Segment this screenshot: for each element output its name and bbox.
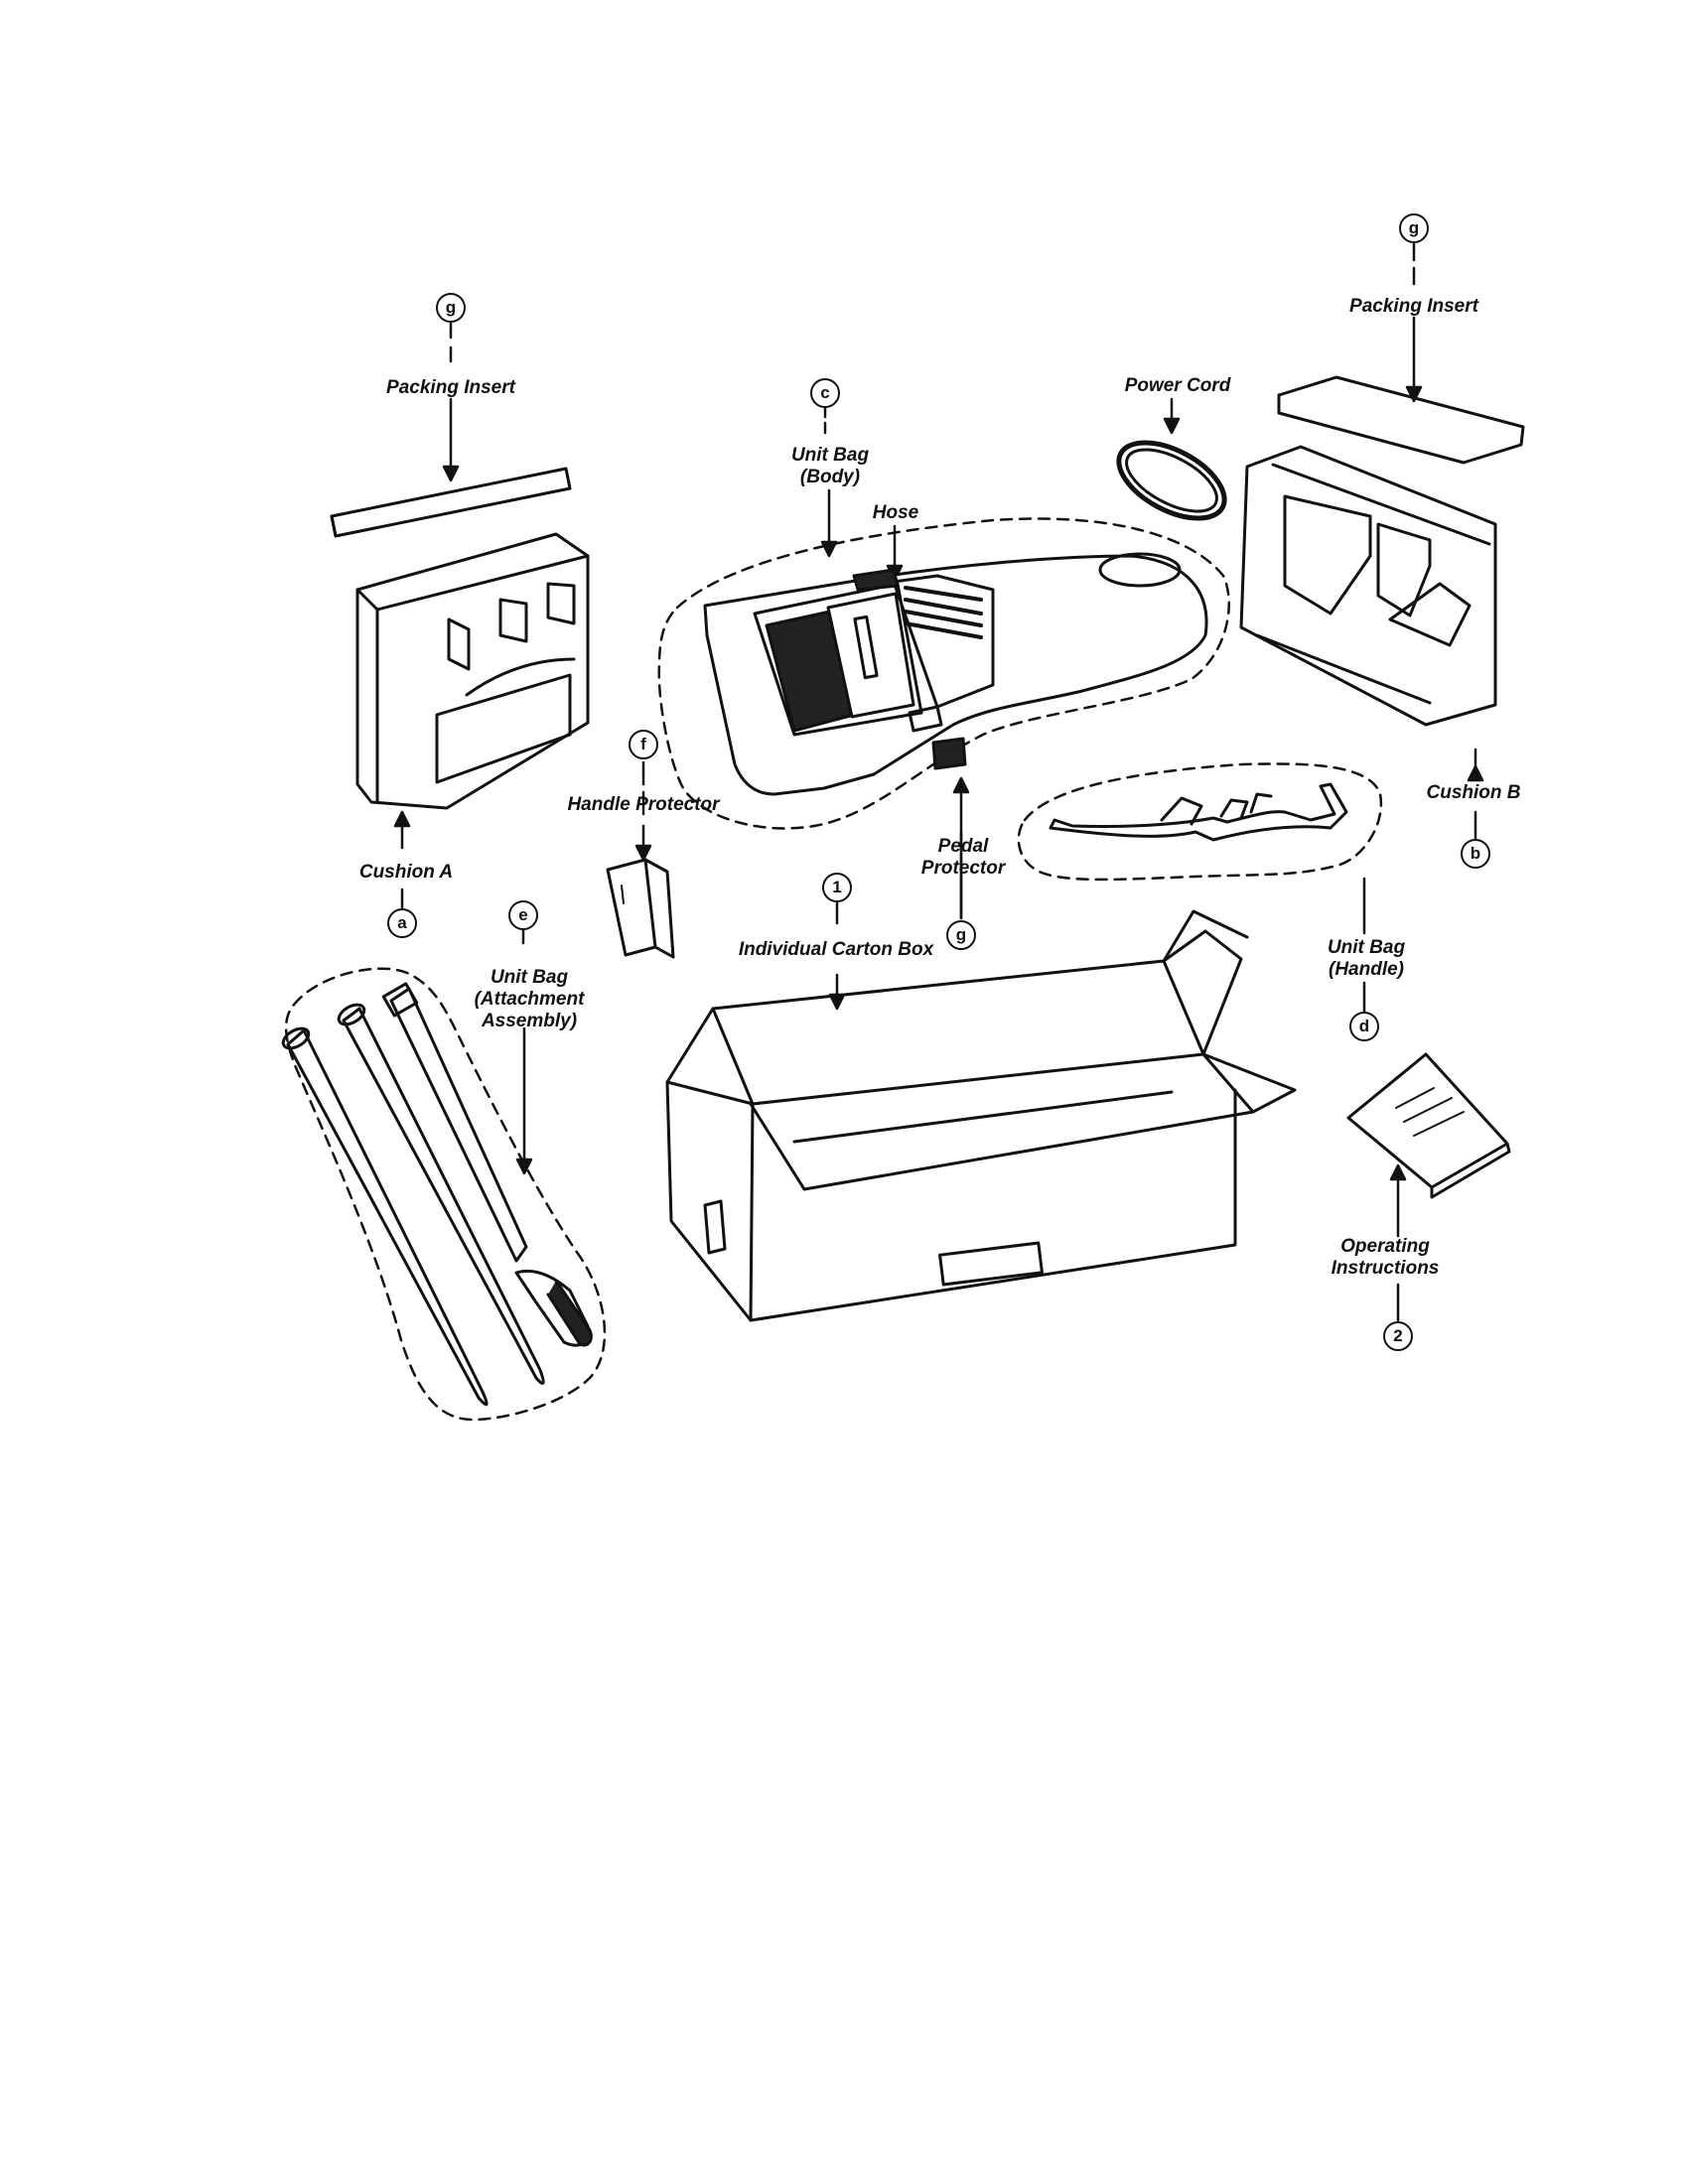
label-cushion-a: Cushion A bbox=[358, 862, 454, 883]
callout-g-packing-insert-right: g bbox=[1399, 213, 1429, 243]
unit-bag-handle bbox=[1017, 762, 1383, 882]
label-unit-bag-handle: Unit Bag (Handle) bbox=[1327, 937, 1406, 980]
label-packing-insert-right: Packing Insert bbox=[1349, 296, 1478, 317]
label-cushion-b: Cushion B bbox=[1426, 782, 1521, 803]
label-individual-carton-box: Individual Carton Box bbox=[738, 939, 934, 960]
callout-g-pedal-protector: g bbox=[946, 920, 976, 950]
callout-g-packing-insert-left: g bbox=[436, 293, 466, 323]
unit-bag-attachment-assembly bbox=[281, 967, 607, 1422]
packing-insert-right bbox=[1277, 375, 1525, 465]
label-hose: Hose bbox=[872, 502, 919, 523]
callout-d-unit-bag-handle: d bbox=[1349, 1012, 1379, 1041]
label-unit-bag-body: Unit Bag (Body) bbox=[790, 445, 870, 487]
unit-bag-body bbox=[657, 517, 1230, 830]
operating-instructions bbox=[1346, 1052, 1511, 1199]
leader-lines bbox=[393, 242, 1484, 1322]
label-packing-insert-left: Packing Insert bbox=[386, 377, 515, 398]
callout-1-carton-box: 1 bbox=[822, 873, 852, 902]
callout-e-unit-bag-attachment: e bbox=[508, 900, 538, 930]
power-cord bbox=[1116, 440, 1227, 521]
individual-carton-box bbox=[665, 909, 1297, 1322]
handle-protector bbox=[606, 858, 675, 959]
callout-b-cushion-b: b bbox=[1461, 839, 1490, 869]
callout-c-unit-bag-body: c bbox=[810, 378, 840, 408]
label-handle-protector: Handle Protector bbox=[567, 794, 720, 815]
callout-a-cushion-a: a bbox=[387, 908, 417, 938]
callout-f-handle-protector: f bbox=[629, 730, 658, 759]
label-operating-instructions: Operating Instructions bbox=[1331, 1236, 1440, 1279]
label-unit-bag-attachment: Unit Bag (Attachment Assembly) bbox=[474, 967, 585, 1031]
label-pedal-protector: Pedal Protector bbox=[920, 836, 1006, 879]
packing-insert-left bbox=[330, 467, 572, 538]
cushion-a bbox=[355, 532, 590, 810]
label-power-cord: Power Cord bbox=[1124, 375, 1231, 396]
callout-2-operating-instructions: 2 bbox=[1383, 1321, 1413, 1351]
cushion-b bbox=[1239, 445, 1497, 727]
